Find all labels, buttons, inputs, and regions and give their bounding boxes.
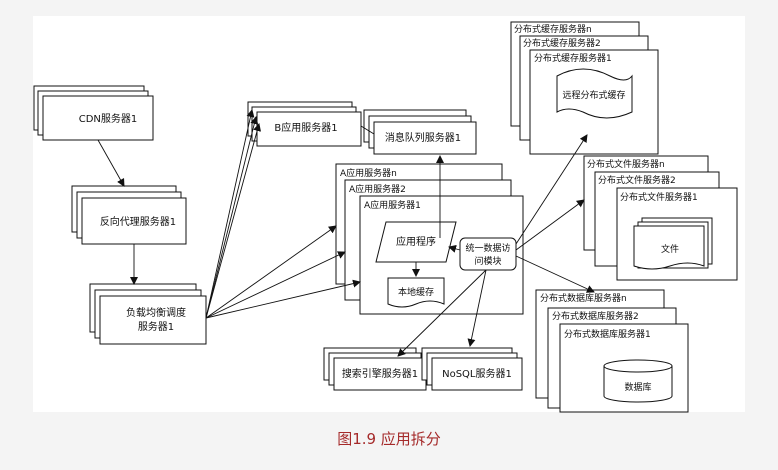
cache-cluster-stack: 分布式缓存服务器n 分布式缓存服务器2 分布式缓存服务器1 远程分布式缓存: [510, 21, 659, 155]
edge-lb-b1: [205, 109, 255, 319]
figure-caption: 图1.9 应用拆分: [337, 430, 441, 448]
db-cluster-stack: 分布式数据库服务器n 分布式数据库服务器2 分布式数据库服务器1 数据库: [535, 289, 689, 413]
edge-lb-a2: [205, 251, 346, 319]
cdn-server-stack: CDN服务器1: [33, 85, 154, 141]
search-server-stack: 搜索引擎服务器1: [323, 347, 427, 391]
file-server-2-label: 分布式文件服务器2: [598, 174, 676, 186]
message-queue-stack: 消息队列服务器1: [363, 109, 477, 155]
reverse-proxy-stack: 反向代理服务器1: [71, 185, 187, 245]
a-app-server-n-label: A应用服务器n: [340, 167, 397, 179]
data-access-module: [459, 237, 517, 271]
edge-access-file: [515, 199, 585, 251]
cache-server-2-label: 分布式缓存服务器2: [523, 37, 601, 49]
data-access-label-1: 统一数据访: [465, 242, 510, 254]
search-server-label: 搜索引擎服务器1: [342, 367, 418, 380]
edge-access-search: [397, 269, 487, 357]
local-cache-shape: [387, 277, 445, 308]
database-label: 数据库: [624, 381, 651, 393]
edge-lb-b2: [205, 116, 259, 319]
app-program-label: 应用程序: [396, 235, 436, 248]
file-cluster-stack: 分布式文件服务器n 分布式文件服务器2 分布式文件服务器1 文件: [583, 155, 738, 281]
connectors: [97, 109, 595, 357]
cache-server-1-label: 分布式缓存服务器1: [534, 52, 612, 64]
reverse-proxy-label: 反向代理服务器1: [100, 215, 176, 228]
file-server-1-label: 分布式文件服务器1: [620, 191, 698, 203]
load-balancer-stack: 负载均衡调度 服务器1: [89, 283, 207, 345]
b-app-server-label: B应用服务器1: [274, 121, 337, 134]
cache-server-n-label: 分布式缓存服务器n: [514, 23, 592, 35]
message-queue-label: 消息队列服务器1: [385, 131, 461, 144]
database-cylinder-icon: [603, 359, 673, 403]
edge-access-db: [515, 255, 595, 293]
data-access-label-2: 问模块: [474, 255, 501, 267]
file-doc-label: 文件: [661, 243, 679, 255]
edge-cdn-proxy: [97, 139, 125, 187]
edge-access-program: [448, 244, 461, 253]
db-server-2-label: 分布式数据库服务器2: [552, 310, 639, 322]
file-server-n-label: 分布式文件服务器n: [587, 158, 665, 170]
edge-access-cache: [515, 134, 588, 245]
edge-lb-b3: [205, 123, 262, 319]
edge-access-nosql: [467, 269, 487, 347]
local-cache-label: 本地缓存: [398, 286, 434, 298]
edge-lb-a1: [205, 225, 337, 319]
a-app-server-2-label: A应用服务器2: [349, 183, 406, 195]
remote-cache-label: 远程分布式缓存: [562, 89, 625, 101]
db-server-n-label: 分布式数据库服务器n: [540, 292, 627, 304]
file-doc-shape: [633, 225, 705, 270]
edge-lb-a3: [205, 279, 361, 319]
nosql-server-label: NoSQL服务器1: [442, 367, 512, 380]
cdn-server-label: CDN服务器1: [79, 112, 138, 125]
a-app-server-1-label: A应用服务器1: [364, 199, 421, 211]
nosql-server-stack: NoSQL服务器1: [421, 347, 523, 391]
load-balancer-label-1: 负载均衡调度: [126, 306, 186, 319]
db-server-1-label: 分布式数据库服务器1: [564, 328, 651, 340]
edge-b-mq: [360, 125, 375, 135]
load-balancer-label-2: 服务器1: [138, 320, 174, 333]
remote-cache-shape: [556, 68, 633, 119]
app-program-shape: [375, 221, 457, 263]
a-app-server-stack: A应用服务器n A应用服务器2 A应用服务器1 应用程序 本地缓存 统一数据访 …: [335, 163, 524, 315]
b-app-server-stack: B应用服务器1: [247, 101, 362, 147]
